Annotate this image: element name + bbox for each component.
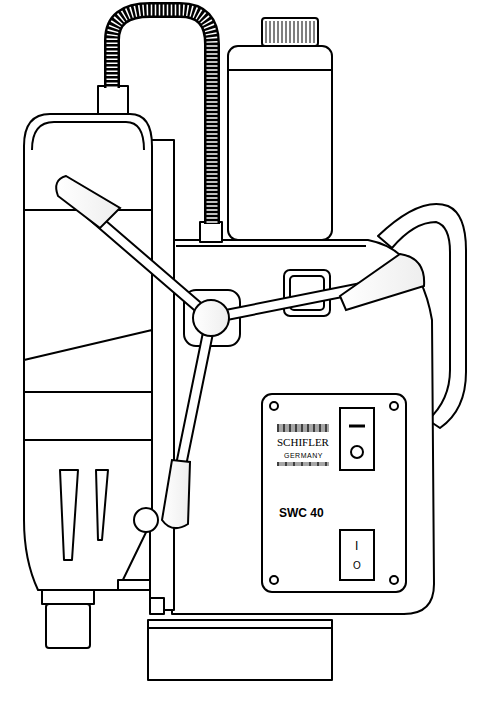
cap-rib [266, 21, 267, 43]
logo-bar [308, 462, 309, 466]
magnet-switch [340, 530, 374, 580]
logo-bar [293, 462, 295, 466]
logo-bar [286, 424, 287, 432]
cap-rib [306, 21, 307, 43]
logo-bar [301, 462, 303, 466]
logo-bar [306, 462, 307, 466]
switch-mark: O [353, 561, 361, 571]
logo-bar [280, 462, 281, 466]
control-panel [262, 394, 406, 592]
logo-bar [312, 462, 313, 466]
cap-rib [274, 21, 275, 43]
switch-mark: I [355, 540, 358, 552]
cap-rib [270, 21, 271, 43]
logo-bar [296, 462, 297, 466]
logo-bar [300, 424, 301, 432]
logo-bar [283, 424, 285, 432]
logo-bar [322, 462, 323, 466]
logo-bar [285, 462, 287, 466]
cap-rib [278, 21, 279, 43]
logo-bar [317, 462, 319, 466]
logo-bar [306, 424, 307, 432]
cap-rib [286, 21, 287, 43]
feed-handle [56, 176, 120, 228]
logo-bar [290, 462, 291, 466]
logo-bar [319, 424, 321, 432]
cap-rib [314, 21, 315, 43]
logo-bar [316, 462, 317, 466]
logo-bar [280, 424, 281, 432]
logo-bar [277, 462, 279, 466]
feed-handle [162, 460, 190, 528]
cap-rib [282, 21, 283, 43]
gearbox [24, 392, 152, 590]
brand-logo: SCHIFLER [277, 437, 329, 448]
hub-center [193, 300, 229, 336]
logo-bar [282, 462, 283, 466]
logo-bar [314, 462, 315, 466]
logo-bar [328, 462, 329, 466]
logo-bar [312, 424, 313, 432]
feed-handle [340, 254, 424, 310]
lock-knob [134, 508, 158, 532]
logo-bar [288, 424, 289, 432]
logo-bar [294, 424, 295, 432]
logo-bar [301, 424, 303, 432]
coolant-tap [118, 580, 150, 590]
coolant-tank [228, 46, 332, 240]
logo-bar [316, 424, 317, 432]
cap-rib [294, 21, 295, 43]
arbor [46, 604, 90, 648]
logo-bar [310, 424, 311, 432]
logo-bar [307, 424, 309, 432]
logo-bar [292, 424, 293, 432]
logo-bar [295, 424, 297, 432]
slide-column [150, 140, 174, 610]
cap-rib [290, 21, 291, 43]
logo-bar [325, 424, 327, 432]
logo-bar [304, 462, 305, 466]
brand-origin: GERMANY [284, 452, 323, 459]
tank-cap [262, 18, 318, 46]
logo-bar [304, 424, 305, 432]
cap-rib [298, 21, 299, 43]
logo-bar [300, 462, 301, 466]
model-name: SWC 40 [279, 507, 324, 519]
logo-bar [288, 462, 289, 466]
logo-bar [284, 462, 285, 466]
motor-switch [340, 408, 374, 470]
logo-bar [325, 462, 327, 466]
logo-bar [298, 462, 299, 466]
magnet-base [148, 620, 332, 680]
logo-bar [298, 424, 299, 432]
logo-bar [289, 424, 291, 432]
logo-bar [309, 462, 311, 466]
cap-rib [310, 21, 311, 43]
logo-bar [328, 424, 329, 432]
logo-bar [322, 424, 323, 432]
logo-bar [282, 424, 283, 432]
logo-bar [318, 424, 319, 432]
logo-bar [313, 424, 315, 432]
logo-bar [320, 462, 321, 466]
cap-rib [302, 21, 303, 43]
logo-bar [324, 424, 325, 432]
logo-bar [324, 462, 325, 466]
logo-bar [277, 424, 279, 432]
logo-bar [292, 462, 293, 466]
